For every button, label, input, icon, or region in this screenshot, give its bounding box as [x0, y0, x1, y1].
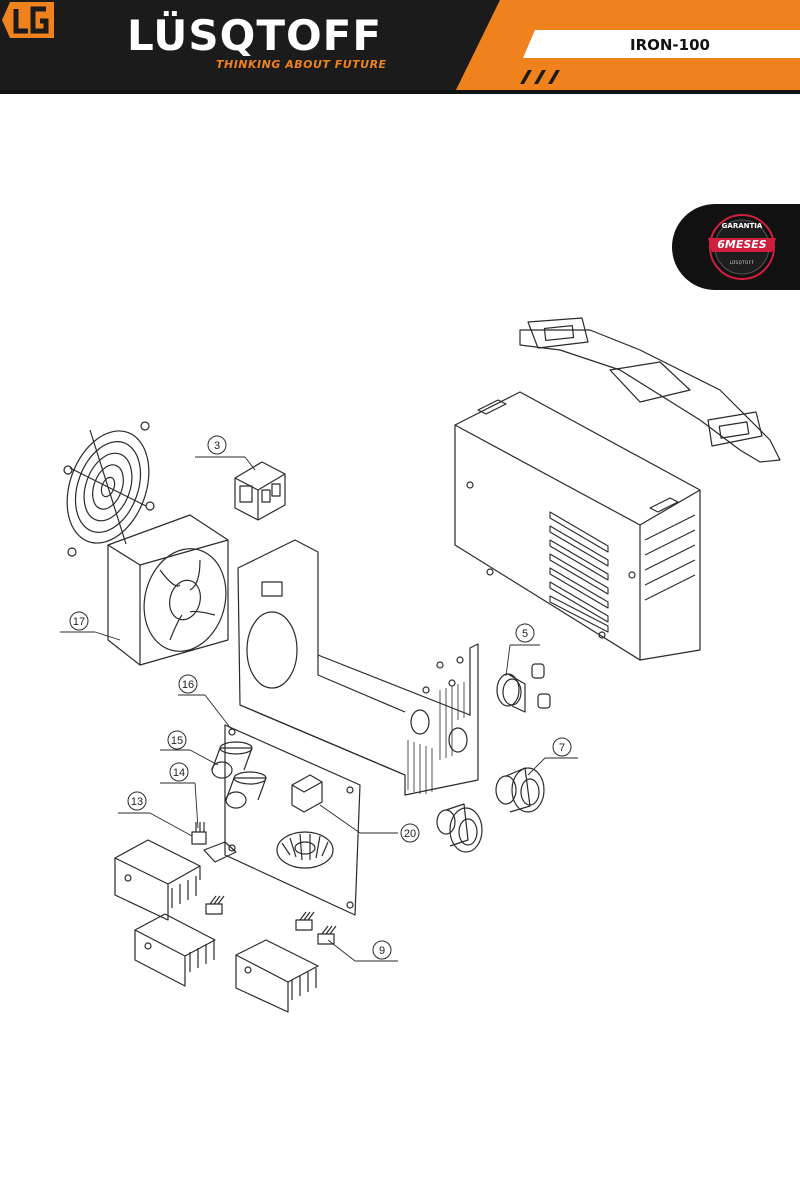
brand-name: LÜSQTOFF [127, 11, 383, 60]
relay-drawing [291, 774, 323, 813]
outer-casing-drawing [454, 391, 701, 661]
warranty-period: 6MESES [717, 238, 767, 251]
output-socket-drawing [495, 767, 545, 813]
heatsink-drawing [114, 839, 319, 1013]
svg-text:9: 9 [379, 945, 385, 957]
cooling-fan-drawing [107, 514, 229, 666]
warranty-brand: LÜSQTOFF [729, 260, 755, 265]
warranty-badge: GARANTIA 6MESES LÜSQTOFF [672, 204, 800, 290]
header-background [0, 0, 800, 94]
warranty-seal-icon [672, 204, 800, 290]
fan-guard-drawing [63, 421, 155, 557]
svg-text:14: 14 [173, 767, 185, 779]
header-banner: LÜSQTOFF THINKING ABOUT FUTURE IRON-100 [0, 0, 800, 96]
capacitor-drawing [211, 741, 267, 809]
carry-strap-drawing [519, 317, 781, 463]
knob-drawing [496, 663, 551, 713]
circuit-board-drawing [211, 724, 361, 916]
output-socket-b-drawing [436, 803, 483, 853]
callout-14: 14 [169, 762, 189, 782]
svg-text:5: 5 [522, 628, 528, 640]
svg-text:7: 7 [559, 742, 565, 754]
brand-tagline: THINKING ABOUT FUTURE [216, 58, 387, 71]
svg-text:17: 17 [73, 616, 85, 628]
brand-logo-icon [2, 2, 54, 38]
chassis-frame-drawing [237, 539, 479, 796]
svg-text:15: 15 [171, 735, 183, 747]
svg-text:3: 3 [214, 440, 220, 452]
callout-5: 5 [515, 623, 535, 643]
svg-text:16: 16 [182, 679, 194, 691]
svg-text:13: 13 [131, 796, 143, 808]
transistor-drawing [205, 895, 337, 945]
callout-20: 20 [400, 823, 420, 843]
callout-13: 13 [127, 791, 147, 811]
toroid-drawing [276, 831, 334, 869]
callout-15: 15 [167, 730, 187, 750]
rectifier-drawing [191, 822, 237, 863]
callout-17: 17 [69, 611, 89, 631]
warranty-title: GARANTIA [721, 222, 763, 230]
svg-text:20: 20 [404, 828, 416, 840]
callout-3: 3 [207, 435, 227, 455]
callout-16: 16 [178, 674, 198, 694]
callout-9: 9 [372, 940, 392, 960]
power-switch-drawing [234, 461, 286, 521]
callout-7: 7 [552, 737, 572, 757]
model-label: IRON-100 [630, 36, 710, 54]
